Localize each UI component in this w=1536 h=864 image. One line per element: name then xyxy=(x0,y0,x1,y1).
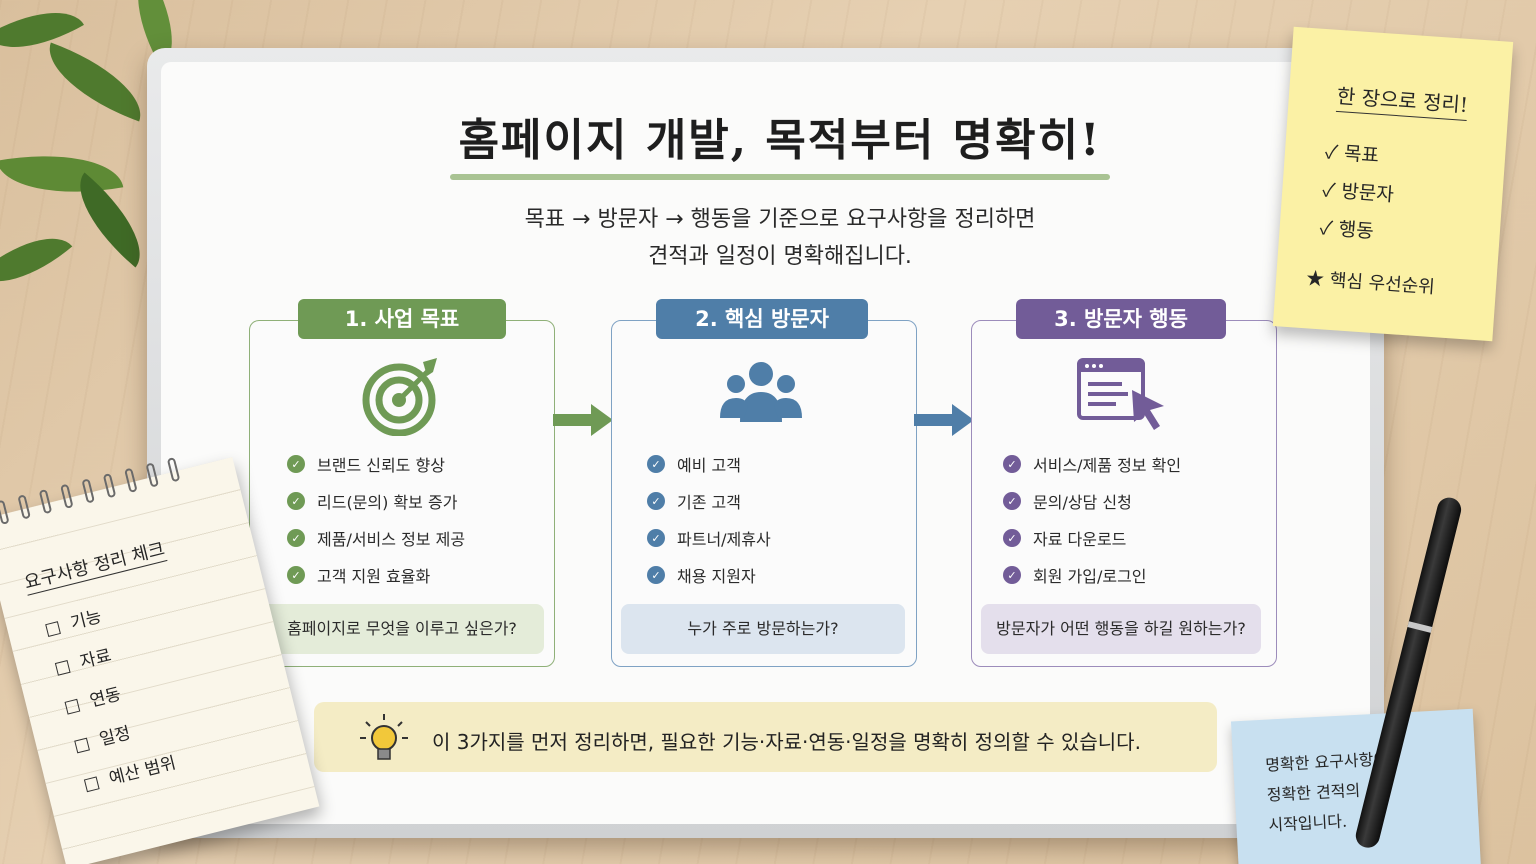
sticky-title: 한 장으로 정리! xyxy=(1335,79,1469,121)
sticky-item: ✓ 방문자 xyxy=(1321,179,1395,207)
card-3-item: ✓자료 다운로드 xyxy=(1003,526,1126,550)
checklist-item: 자료 xyxy=(53,641,113,679)
check-icon: ✓ xyxy=(1003,455,1021,473)
target-icon xyxy=(362,358,437,436)
quote-line: 명확한 요구사항이 xyxy=(1264,749,1389,775)
users-icon xyxy=(720,362,802,422)
check-icon: ✓ xyxy=(287,492,305,510)
check-icon: ✓ xyxy=(1003,566,1021,584)
lightbulb-icon xyxy=(360,714,408,760)
check-icon: ✓ xyxy=(287,529,305,547)
card-2-item: ✓채용 지원자 xyxy=(647,563,756,587)
checkbox-icon xyxy=(83,776,100,793)
check-icon: ✓ xyxy=(287,455,305,473)
sticky-note-summary: 한 장으로 정리! ✓ 목표 ✓ 방문자 ✓ 행동 ★ 핵심 우선순위 xyxy=(1272,26,1514,342)
card-3-item: ✓서비스/제품 정보 확인 xyxy=(1003,452,1181,476)
card-2-question: 누가 주로 방문하는가? xyxy=(621,604,905,654)
checkbox-icon xyxy=(54,659,71,676)
checklist-item: 연동 xyxy=(62,680,123,718)
check-icon: ✓ xyxy=(1003,529,1021,547)
card-2-heading: 2. 핵심 방문자 xyxy=(656,299,868,339)
quote-line: 시작입니다. xyxy=(1267,811,1348,835)
arrow-right-icon xyxy=(914,404,974,436)
check-icon: ✓ xyxy=(647,529,665,547)
sticky-star-item: ★ 핵심 우선순위 xyxy=(1305,268,1436,299)
checkbox-icon xyxy=(74,737,90,754)
sticky-item: ✓ 목표 xyxy=(1324,141,1380,167)
checklist-item: 일정 xyxy=(72,718,133,756)
browser-cursor-icon xyxy=(1077,358,1164,430)
tip-text: 이 3가지를 먼저 정리하면, 필요한 기능·자료·연동·일정을 명확히 정의할… xyxy=(432,730,1141,754)
checklist-item: 예산 범위 xyxy=(82,748,178,795)
checkbox-icon xyxy=(64,698,81,715)
card-1-item: ✓브랜드 신뢰도 향상 xyxy=(287,452,445,476)
card-1-item: ✓제품/서비스 정보 제공 xyxy=(287,526,465,550)
title-underline xyxy=(450,174,1110,180)
quote-line: 정확한 견적의 xyxy=(1266,780,1361,805)
subtitle-line-2: 견적과 일정이 명확해집니다. xyxy=(648,244,912,269)
subtitle-line-1: 목표 → 방문자 → 행동을 기준으로 요구사항을 정리하면 xyxy=(524,207,1036,232)
checkbox-icon xyxy=(45,621,61,637)
card-3-item: ✓회원 가입/로그인 xyxy=(1003,563,1147,587)
arrow-right-icon xyxy=(553,404,613,436)
card-1-item: ✓리드(문의) 확보 증가 xyxy=(287,489,457,513)
check-icon: ✓ xyxy=(647,492,665,510)
card-3-item: ✓문의/상담 신청 xyxy=(1003,489,1132,513)
checklist-item: 기능 xyxy=(43,602,104,640)
card-2-item: ✓예비 고객 xyxy=(647,452,741,476)
card-1-heading: 1. 사업 목표 xyxy=(298,299,506,339)
sticky-item: ✓ 행동 xyxy=(1318,217,1375,243)
check-icon: ✓ xyxy=(287,566,305,584)
check-icon: ✓ xyxy=(647,566,665,584)
tip-banner xyxy=(314,702,1217,772)
card-3-heading: 3. 방문자 행동 xyxy=(1016,299,1226,339)
check-icon: ✓ xyxy=(647,455,665,473)
notepad-title: 요구사항 정리 체크 xyxy=(21,534,168,596)
card-2-item: ✓파트너/제휴사 xyxy=(647,526,771,550)
card-3-question: 방문자가 어떤 행동을 하길 원하는가? xyxy=(981,604,1261,654)
page-title: 홈페이지 개발, 목적부터 명확히! xyxy=(458,115,1102,166)
card-2-item: ✓기존 고객 xyxy=(647,489,741,513)
check-icon: ✓ xyxy=(1003,492,1021,510)
card-1-item: ✓고객 지원 효율화 xyxy=(287,563,430,587)
card-1-question: 홈페이지로 무엇을 이루고 싶은가? xyxy=(260,604,544,654)
